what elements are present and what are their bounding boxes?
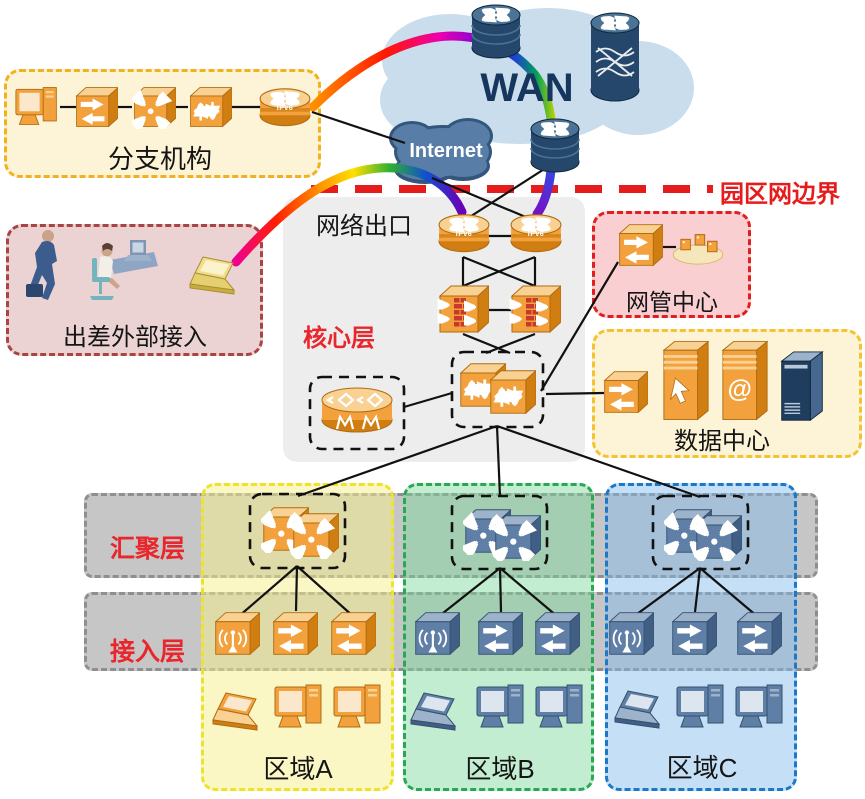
wireless-ap-icon — [607, 610, 654, 657]
zone-b-label: 区域B — [465, 754, 535, 784]
core-switch-icon — [488, 368, 536, 416]
router-icon — [188, 85, 232, 129]
firewall-icon — [509, 283, 561, 335]
laptop-icon — [613, 689, 669, 733]
laptop-icon — [409, 691, 465, 735]
businessman-icon — [24, 228, 68, 316]
pc-icon — [332, 681, 384, 731]
aggregation-switch-icon — [291, 511, 339, 559]
multilayer-switch-icon — [132, 85, 176, 129]
wan-router-icon — [390, 34, 436, 86]
tower-server-icon — [778, 349, 826, 425]
wireless-ap-icon — [213, 610, 260, 657]
pc-icon — [534, 681, 586, 731]
network-exit-label: 网络出口 — [316, 213, 412, 240]
core-layer-label: 核心层 — [303, 325, 375, 352]
pc-icon — [675, 681, 727, 731]
nms-label: 网管中心 — [626, 289, 718, 315]
switch-icon — [617, 222, 663, 268]
pc-icon — [734, 681, 786, 731]
laptop-icon — [188, 255, 244, 299]
switch-icon — [735, 610, 782, 657]
zone-c-label: 区域C — [666, 753, 738, 783]
pc-icon — [273, 681, 325, 731]
campus-boundary-label: 园区网边界 — [720, 181, 840, 208]
ipv6-label: IPv6 — [455, 231, 473, 238]
aggregation-layer-label: 汇聚层 — [110, 535, 186, 563]
wlan-controller-icon — [318, 384, 396, 436]
internet-label: Internet — [409, 140, 483, 162]
wan-router-icon — [470, 2, 522, 60]
switch-icon — [476, 610, 523, 657]
wan-router-icon — [529, 116, 581, 174]
switch-icon — [329, 610, 376, 657]
wan-label: WAN — [480, 66, 574, 110]
server-cluster-icon — [670, 226, 726, 266]
pc-icon — [14, 84, 60, 128]
app-server-icon — [661, 339, 711, 423]
mail-server-icon — [720, 339, 770, 423]
switch-icon — [602, 369, 648, 415]
zone-a-label: 区域A — [263, 754, 333, 784]
aggregation-switch-icon — [694, 513, 742, 561]
switch-icon — [670, 610, 717, 657]
ipv6-label: IPv6 — [527, 231, 545, 238]
pc-icon — [475, 681, 527, 731]
ipv6-label: IPv6 — [276, 105, 294, 112]
wireless-ap-icon — [413, 610, 460, 657]
switch-icon — [74, 85, 118, 129]
aggregation-switch-icon — [493, 513, 541, 561]
switch-icon — [533, 610, 580, 657]
laptop-icon — [211, 691, 267, 735]
access-layer-label: 接入层 — [110, 638, 186, 666]
operator-icon — [80, 234, 158, 312]
firewall-icon — [437, 283, 489, 335]
datacenter-label: 数据中心 — [674, 428, 770, 455]
branch-office-label: 分支机构 — [107, 144, 212, 174]
remote-access-label: 出差外部接入 — [63, 324, 207, 351]
switch-icon — [271, 610, 318, 657]
